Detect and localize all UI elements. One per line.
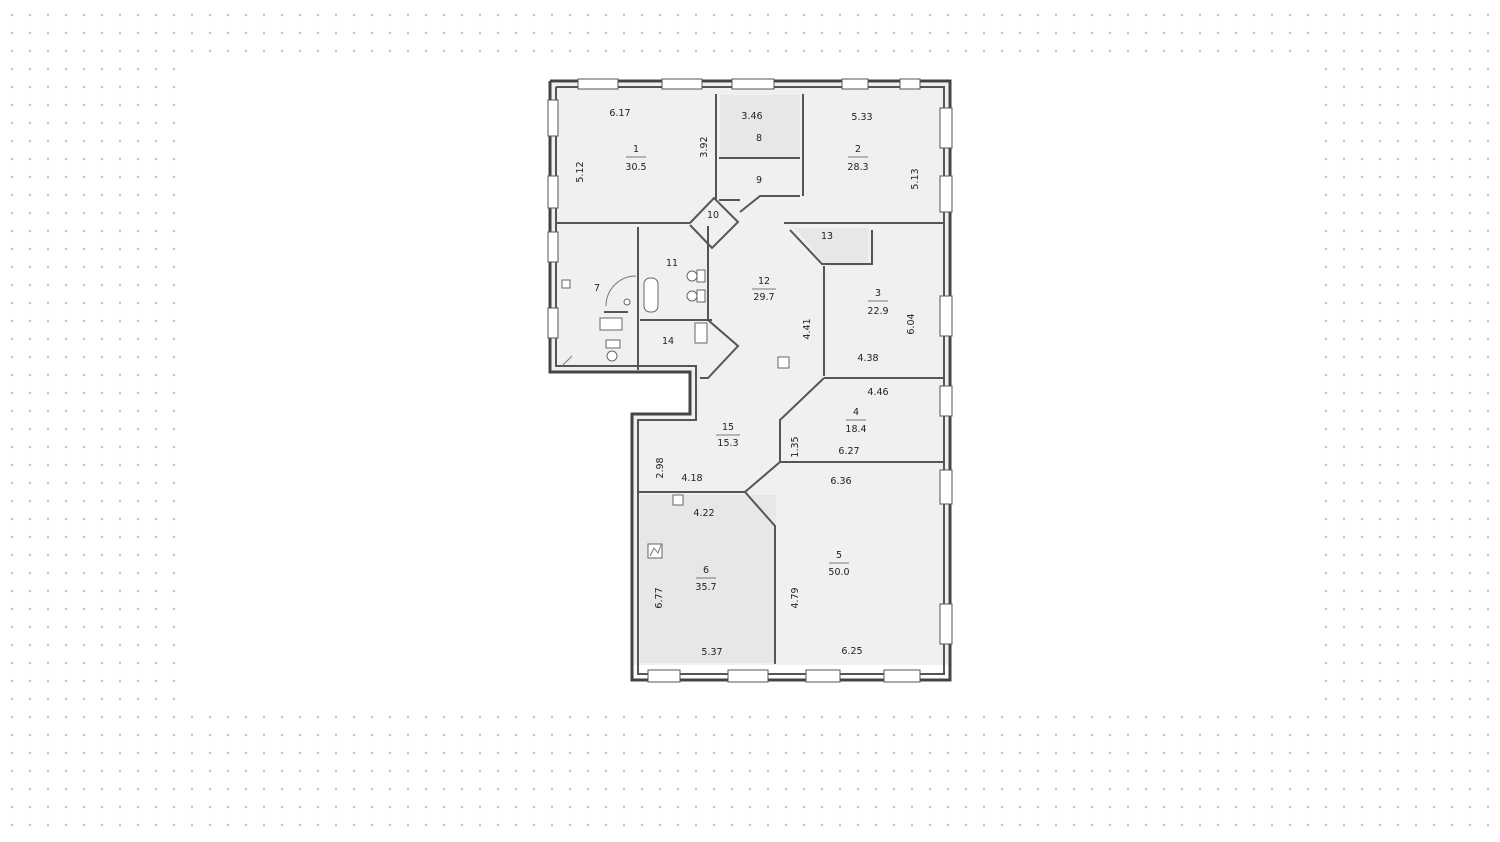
dim-label: 2.98	[655, 457, 666, 478]
room-12-area: 29.7	[753, 292, 774, 303]
room-11-number: 11	[666, 258, 678, 269]
room-4-number: 4	[853, 407, 859, 418]
room-12-number: 12	[758, 276, 770, 287]
dim-label: 4.22	[693, 508, 714, 519]
room-8-number: 8	[756, 133, 762, 144]
room-1: 1 30.5	[625, 144, 646, 173]
dim-label: 6.27	[838, 446, 859, 457]
dim-label: 6.04	[906, 313, 917, 334]
room-5-number: 5	[836, 550, 842, 561]
room-7-number: 7	[594, 283, 600, 294]
dim-label: 4.18	[681, 473, 702, 484]
room-9-number: 9	[756, 175, 762, 186]
dim-label: 5.12	[575, 161, 586, 182]
room-13-number: 13	[821, 231, 833, 242]
dim-label: 6.25	[841, 646, 862, 657]
room-15-area: 15.3	[717, 438, 738, 449]
dim-label: 3.46	[741, 111, 762, 122]
dim-label: 6.17	[609, 108, 630, 119]
room-2-number: 2	[855, 144, 861, 155]
dim-label: 6.36	[830, 476, 851, 487]
dim-label: 1.35	[790, 436, 801, 457]
room-6: 6 35.7	[695, 565, 716, 593]
room-15: 15 15.3	[716, 422, 740, 449]
room-14-number: 14	[662, 336, 674, 347]
room-6-number: 6	[703, 565, 709, 576]
room-5: 5 50.0	[828, 550, 849, 578]
room-2: 2 28.3	[847, 144, 868, 173]
room-5-area: 50.0	[828, 567, 849, 578]
room-4-area: 18.4	[845, 424, 866, 435]
room-labels: 1 30.5 2 28.3 3 22.9 4 18.4 5 50.0 6 35.…	[594, 133, 889, 593]
room-1-area: 30.5	[625, 162, 646, 173]
dim-label: 4.38	[857, 353, 878, 364]
dim-label: 5.13	[910, 168, 921, 189]
windows	[547, 78, 953, 683]
dim-label: 5.37	[701, 647, 722, 658]
dim-label: 3.92	[699, 136, 710, 157]
dim-label: 4.46	[867, 387, 888, 398]
dim-label: 5.33	[851, 112, 872, 123]
room-3-area: 22.9	[867, 306, 888, 317]
room-3: 3 22.9	[867, 288, 888, 317]
room-2-area: 28.3	[847, 162, 868, 173]
room-1-number: 1	[633, 144, 639, 155]
interior-walls	[556, 94, 944, 664]
dimension-labels: 6.17 5.12 3.92 3.46 5.33 5.13 4.41 6.04 …	[575, 108, 921, 658]
room-fills	[550, 83, 948, 665]
outer-walls	[548, 79, 952, 682]
fixtures	[561, 269, 790, 559]
dim-label: 4.79	[790, 587, 801, 608]
dim-label: 6.77	[654, 587, 665, 608]
room-15-number: 15	[722, 422, 734, 433]
room-10-number: 10	[707, 210, 719, 221]
room-3-number: 3	[875, 288, 881, 299]
room-12: 12 29.7	[752, 276, 776, 303]
room-4: 4 18.4	[845, 407, 866, 435]
dim-label: 4.41	[802, 318, 813, 339]
room-6-area: 35.7	[695, 582, 716, 593]
